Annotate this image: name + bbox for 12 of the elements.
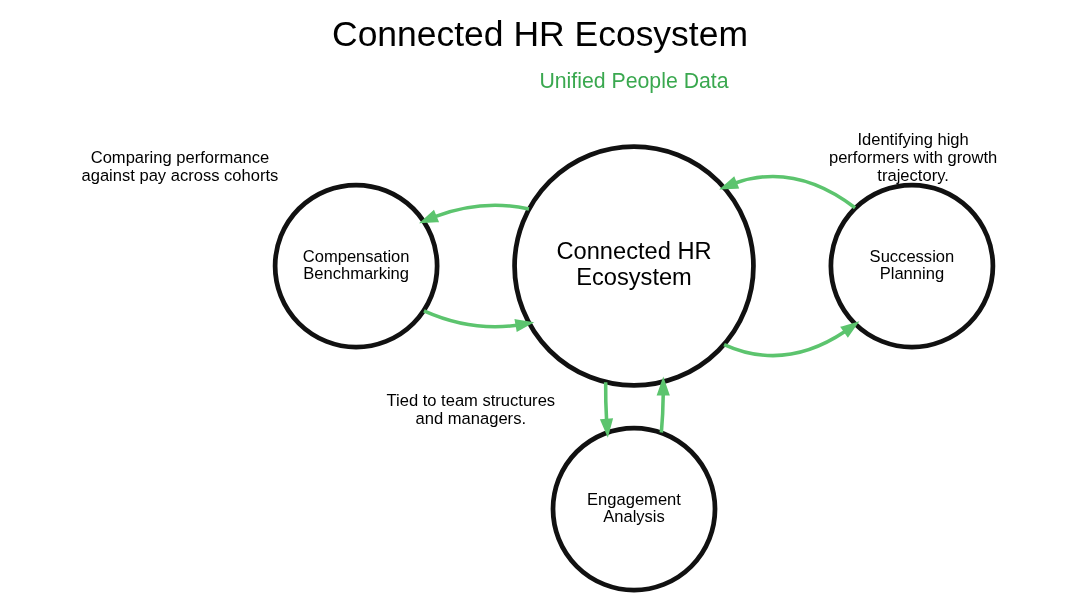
- node-label: Identifying high performers with growth trajectory.: [828, 130, 998, 185]
- arrow: [599, 382, 614, 438]
- label: Unified People Data: [539, 68, 729, 93]
- arrow: [419, 203, 530, 224]
- arrow: [656, 376, 670, 433]
- arrow: [723, 321, 860, 358]
- arrow: [423, 309, 535, 333]
- node-circle: Engagement Analysis: [550, 425, 718, 593]
- diagram-title: Connected HR Ecosystem: [332, 14, 748, 55]
- node-label: Comparing performance against pay across cohorts: [81, 147, 279, 185]
- node-label: Tied to team structures and managers.: [386, 390, 556, 428]
- arrow: [719, 174, 857, 210]
